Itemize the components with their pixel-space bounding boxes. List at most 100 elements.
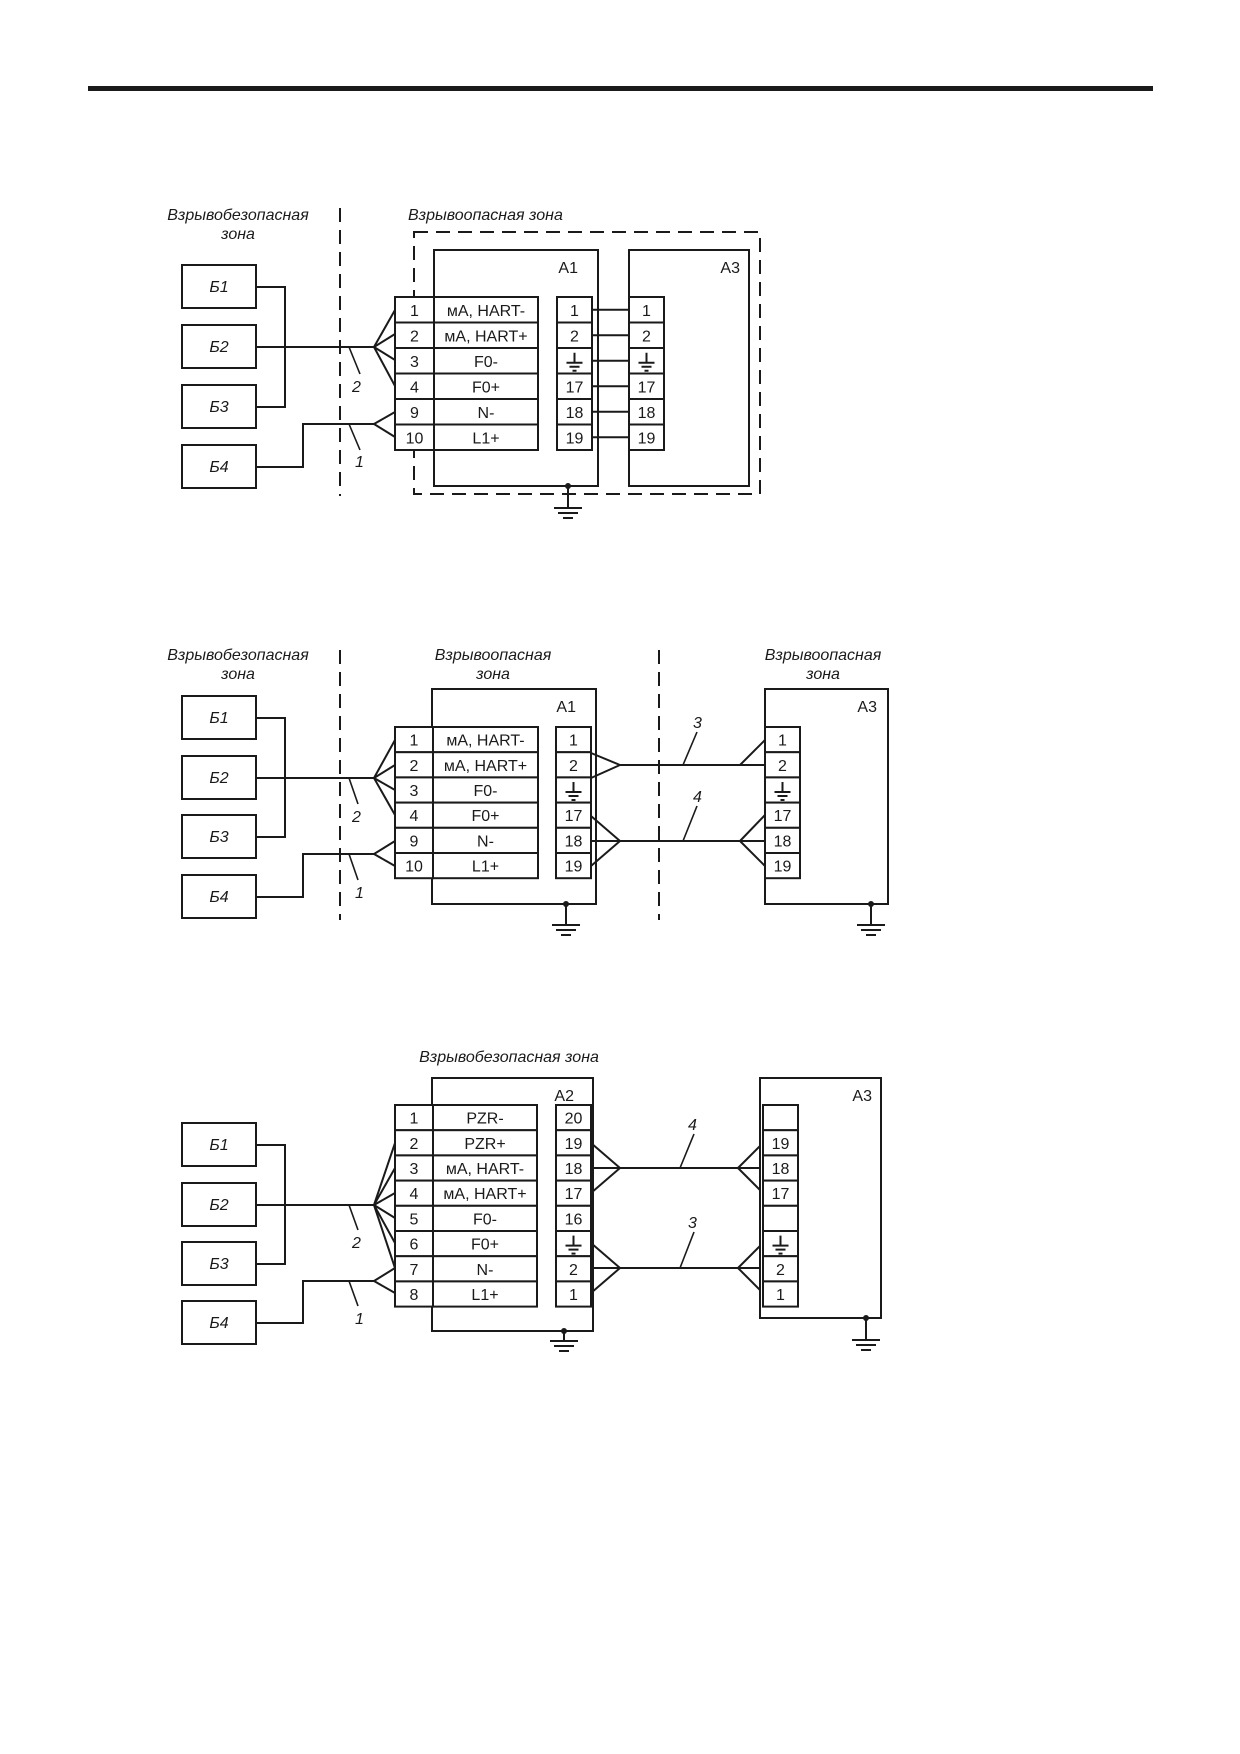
terminal-in-text: 18 [772,1161,790,1178]
device-a2-label: А2 [554,1088,574,1105]
terminal-out-text: 17 [565,808,583,825]
hazard-zone-label-line2: зона [475,666,510,683]
block-b1-label: Б1 [209,1137,228,1154]
block-b3-label: Б3 [209,1256,228,1273]
device-a3-label: А3 [852,1088,872,1105]
cable-3-leader [679,1231,695,1269]
safe-zone-label-line1: Взрывобезопасная [167,207,309,224]
terminal-in-cell [764,751,801,779]
terminal-out-cell [556,296,593,324]
terminal-number-text: 2 [410,1136,419,1153]
block-b2 [181,324,257,369]
cable-4-leader [682,805,698,842]
terminal-in-text: 1 [776,1287,785,1304]
terminal-number-text: 3 [410,1161,419,1178]
terminal-out-cell [555,801,592,829]
cable-fan [373,1142,396,1294]
block-b2-label: Б2 [209,770,228,787]
terminal-in-text: 1 [642,303,651,320]
terminal-in-cell [628,398,665,426]
terminal-out-cell [555,1129,592,1157]
terminal-label-cell [433,423,539,451]
block-b3 [181,1241,257,1286]
cable-1-leader [348,423,361,451]
terminal-label-text: PZR- [466,1111,503,1128]
terminal-in-text: 18 [638,405,656,422]
block-wiring [256,1144,374,1324]
terminal-in-cell [764,776,801,804]
cable-2-label: 2 [351,1235,361,1252]
cable-3-label: 3 [688,1215,697,1232]
terminal-label-cell [433,398,539,426]
terminal-in-cell [628,372,665,400]
terminal-number-text: 1 [410,733,419,750]
safe-zone-label-line2: зона [220,666,255,683]
terminal-out-cell [555,1280,592,1308]
block-b4-label: Б4 [209,889,228,906]
terminal-number-text: 2 [410,758,419,775]
terminal-label-cell [432,1179,538,1207]
terminal-out-cell [555,1179,592,1207]
terminal-in-text: 17 [772,1186,790,1203]
cable-4-label: 4 [693,789,702,806]
terminal-in-text: 2 [778,758,787,775]
terminal-number-text: 4 [410,379,419,396]
terminal-label-text: мА, HART- [446,733,524,750]
terminal-number-text: 6 [410,1237,419,1254]
terminal-label-text: мА, HART- [447,303,525,320]
terminal-number-text: 4 [410,1186,419,1203]
block-b4-label: Б4 [209,1315,228,1332]
terminal-out-text: 18 [565,1161,583,1178]
terminal-number-text: 3 [410,354,419,371]
terminal-number-text: 3 [410,783,419,800]
block-b1 [181,695,257,740]
terminal-in-text: 1 [778,733,787,750]
ground-terminal-icon [774,782,791,801]
terminal-out-text: 1 [569,733,578,750]
ground-terminal-icon [565,782,582,801]
terminal-out-text: 17 [565,1186,583,1203]
terminal-out-text: 19 [566,430,584,447]
terminal-number-text: 4 [410,808,419,825]
terminal-in-cell [762,1204,799,1233]
ground-icon [852,1315,880,1351]
diagram-2: Взрывобезопасная зона Взрывоопасная зона… [167,647,889,936]
terminal-number-text: 7 [410,1262,419,1279]
terminal-label-text: F0+ [471,808,499,825]
device-a1-label: А1 [558,260,578,277]
terminal-label-text: F0- [474,783,498,800]
top-rule [88,86,1153,91]
block-wiring [256,717,374,898]
cable-2-leader [348,346,361,375]
terminal-label-text: F0- [474,354,498,371]
block-b4-label: Б4 [209,459,228,476]
terminal-number-cell [394,852,434,880]
safe-zone-label-line2: зона [220,226,255,243]
block-b2 [181,755,257,800]
terminal-in-text: 19 [638,430,656,447]
terminal-in-cell [764,726,801,754]
terminal-label-text: мА, HART+ [444,758,527,775]
terminal-number-text: 8 [410,1287,419,1304]
block-b4 [181,444,257,489]
terminal-in-cell [762,1280,799,1308]
device-a3-label: А3 [720,260,740,277]
terminal-in-text: 19 [772,1136,790,1153]
device-a3-label: А3 [857,699,877,716]
terminal-label-cell [432,751,539,779]
terminal-in-text: 17 [774,808,792,825]
block-b1-label: Б1 [209,279,228,296]
terminal-number-text: 10 [405,859,423,876]
block-b1-label: Б1 [209,710,228,727]
cable-1-leader [348,853,359,881]
hazard-zone-label: Взрывоопасная зона [408,207,563,224]
block-wiring [256,286,374,468]
cable-1-label: 1 [355,1311,364,1328]
diagram-3: Взрывобезопасная зона Б1 Б2 Б3 Б4 2 1 [181,1049,882,1352]
terminal-out-text: 16 [565,1211,583,1228]
terminal-out-text: 2 [569,758,578,775]
